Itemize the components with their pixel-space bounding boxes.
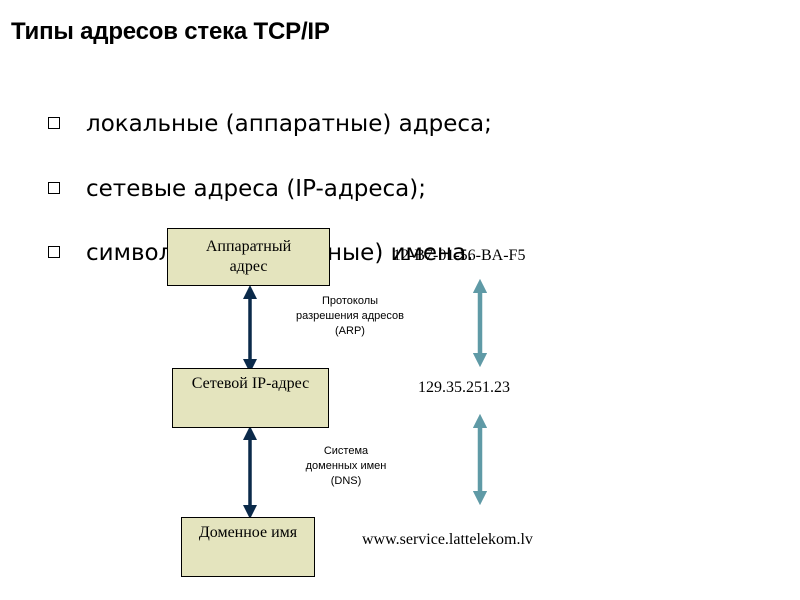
hardware-address-line2: адрес xyxy=(229,258,268,275)
mac-address-example: 12-B7-01-56-BA-F5 xyxy=(393,247,526,264)
ip-address-example: 129.35.251.23 xyxy=(418,379,510,396)
domain-name-label: Доменное имя xyxy=(198,524,298,541)
square-bullet-icon xyxy=(48,182,60,194)
bullet-item: локальные (аппаратные) адреса; xyxy=(48,111,492,137)
dns-protocol-label: Система доменных имен (DNS) xyxy=(305,445,387,487)
network-address-label: Сетевой IP-адрес xyxy=(191,375,310,392)
slide-title: Типы адресов стека TCP/IP xyxy=(11,18,330,45)
domain-name-example: www.service.lattelekom.lv xyxy=(362,531,533,548)
arp-protocol-label: Протоколы разрешения адресов (ARP) xyxy=(296,295,404,337)
domain-name-box: Доменное имя xyxy=(181,517,315,577)
bullet-text: сетевые адреса (IP-адреса); xyxy=(86,176,426,202)
network-address-box: Сетевой IP-адрес xyxy=(172,368,329,428)
hardware-address-line1: Аппаратный xyxy=(205,238,292,255)
square-bullet-icon xyxy=(48,117,60,129)
bullet-item: сетевые адреса (IP-адреса); xyxy=(48,176,426,202)
bullet-text: локальные (аппаратные) адреса; xyxy=(86,111,492,137)
square-bullet-icon xyxy=(48,246,60,258)
hardware-address-box: Аппаратный адрес xyxy=(167,228,330,286)
